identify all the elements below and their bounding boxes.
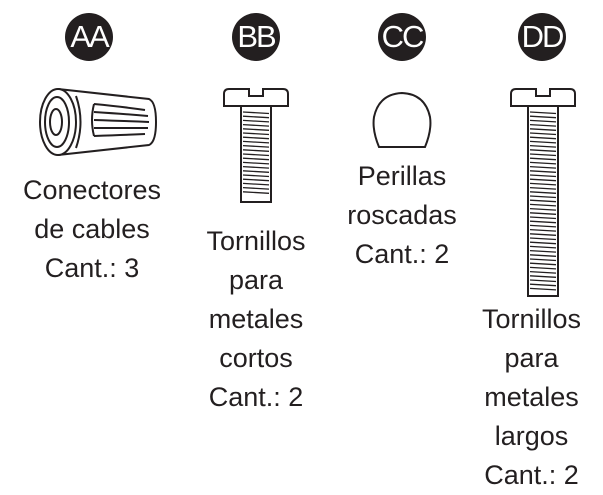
part-aa-description: Conectores de cables Cant.: 3 [0, 171, 184, 288]
part-cc-quantity: Cant.: 2 [354, 239, 450, 269]
part-cc-name-line-2: roscadas [347, 200, 457, 230]
part-bb-name-line-3: metales [208, 304, 304, 334]
part-bb-description: Tornillos para metales cortos Cant.: 2 [170, 222, 342, 417]
part-aa-quantity: Cant.: 3 [44, 253, 140, 283]
part-dd-name-line-2: para [504, 343, 559, 373]
part-dd-name-line-3: metales [484, 382, 579, 412]
wire-connector-icon [30, 84, 158, 160]
part-dd-quantity: Cant.: 2 [484, 460, 579, 490]
part-aa-name-line-1: Conectores [22, 175, 162, 205]
part-bb-name-line-2: para [228, 265, 284, 295]
part-bb-quantity: Cant.: 2 [208, 382, 304, 412]
badge-dd: DD [518, 13, 566, 61]
long-machine-screw-icon [508, 86, 578, 300]
part-dd-description: Tornillos para metales largos Cant.: 2 [460, 300, 603, 495]
part-cc-name-line-1: Perillas [357, 161, 447, 191]
part-dd-name-line-4: largos [494, 421, 569, 451]
part-cc-description: Perillas roscadas Cant.: 2 [316, 157, 488, 274]
part-aa-name-line-2: de cables [34, 214, 150, 244]
short-machine-screw-icon [221, 86, 291, 206]
part-bb-name-line-1: Tornillos [206, 226, 306, 256]
badge-aa: AA [65, 13, 113, 61]
part-bb-name-line-4: cortos [219, 343, 293, 373]
badge-cc: CC [378, 13, 426, 61]
badge-bb: BB [232, 13, 280, 61]
part-dd-name-line-1: Tornillos [481, 304, 582, 334]
threaded-knob-icon [370, 90, 434, 152]
